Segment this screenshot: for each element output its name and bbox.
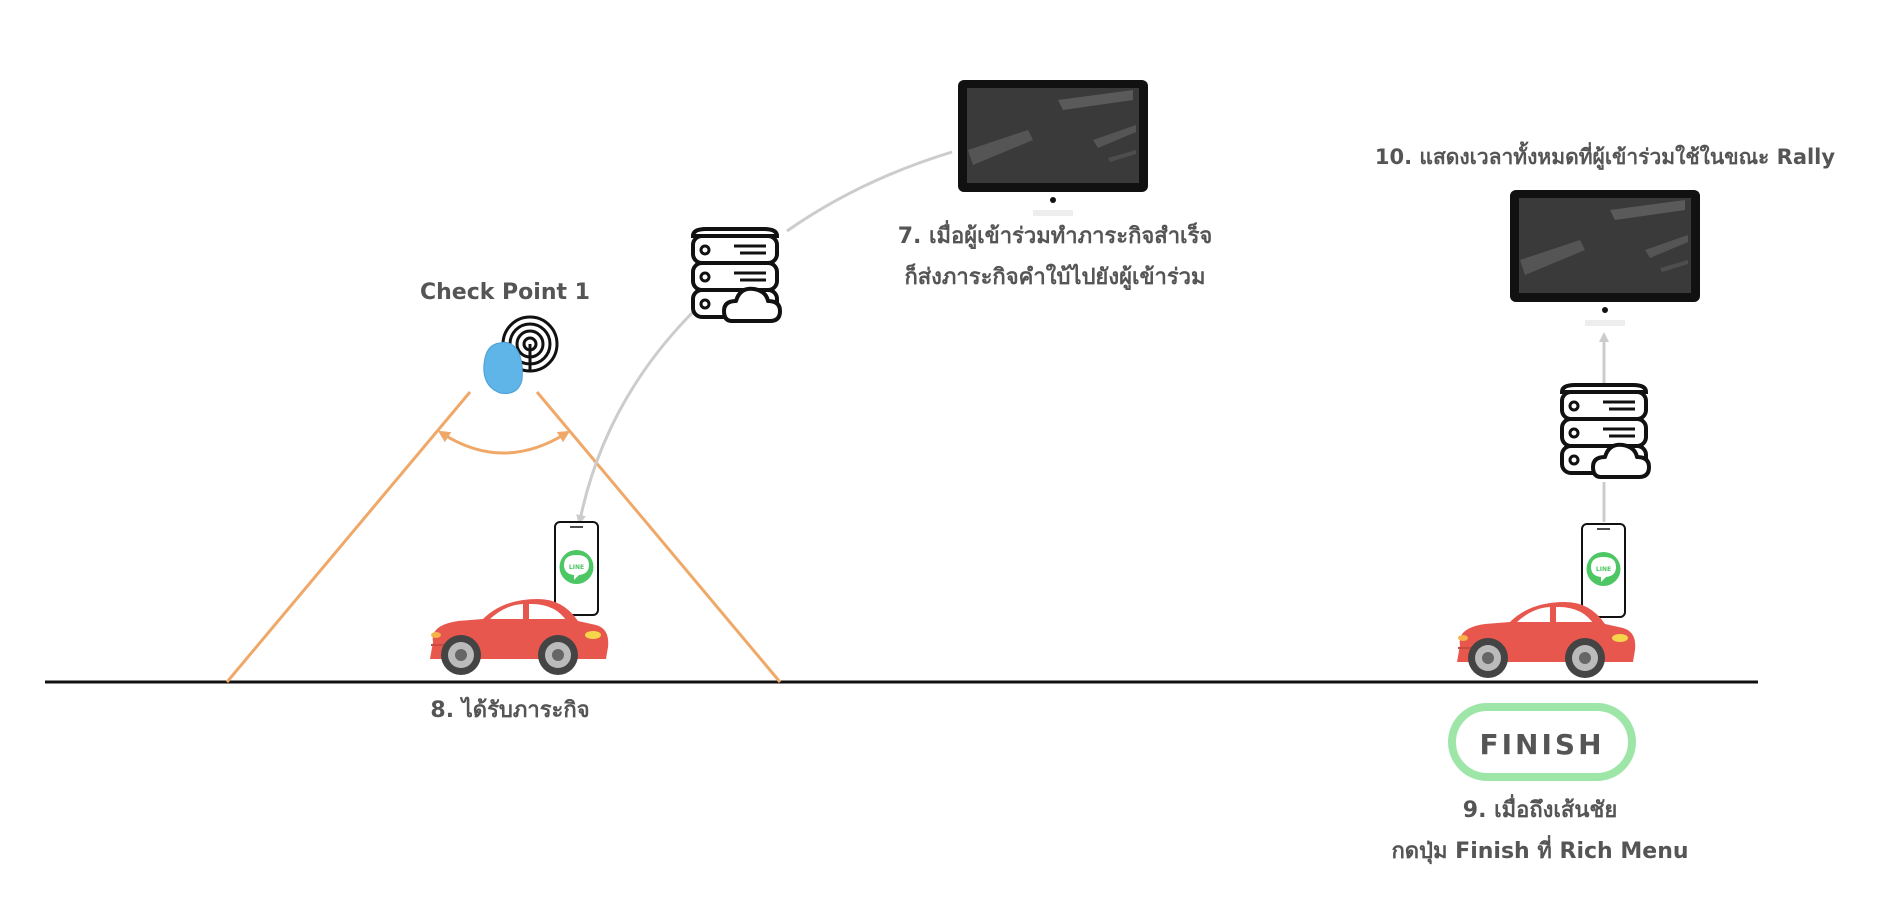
step8-text: 8. ได้รับภาระกิจ [430, 698, 590, 723]
step10-text: 10. แสดงเวลาทั้งหมดที่ผู้เข้าร่วมใช้ในขณ… [1374, 145, 1836, 169]
finish-button[interactable]: FINISH [1448, 703, 1636, 781]
server-cloud-icon [691, 227, 782, 323]
step10-label: 10. แสดงเวลาทั้งหมดที่ผู้เข้าร่วมใช้ในขณ… [1330, 137, 1880, 178]
checkpoint-text: Check Point 1 [420, 280, 590, 305]
line-app-label: LINE [569, 564, 584, 571]
beacon-icon [483, 341, 523, 394]
flow-arrow-server-to-phone [576, 308, 697, 525]
step7-line2: ก็ส่งภาระกิจคำใบ้ไปยังผู้เข้าร่วม [904, 265, 1206, 290]
monitor-icon [1510, 190, 1700, 326]
checkpoint-label: Check Point 1 [420, 273, 590, 313]
step7-line1: 7. เมื่อผู้เข้าร่วมทำภาระกิจสำเร็จ [897, 224, 1213, 249]
step9-line1: 9. เมื่อถึงเส้นชัย [1462, 798, 1618, 823]
server-cloud-icon [1560, 383, 1651, 479]
line-app-label: LINE [1596, 566, 1611, 573]
beacon-range [225, 391, 782, 683]
step9-label: 9. เมื่อถึงเส้นชัย กดปุ่ม Finish ที่ Ric… [1370, 790, 1710, 872]
step8-label: 8. ได้รับภาระกิจ [400, 690, 620, 731]
step9-line2: กดปุ่ม Finish ที่ Rich Menu [1391, 839, 1689, 864]
step7-label: 7. เมื่อผู้เข้าร่วมทำภาระกิจสำเร็จ ก็ส่ง… [870, 216, 1240, 298]
flow-arrow-monitor-to-server [786, 150, 953, 233]
finish-button-label: FINISH [1480, 728, 1605, 761]
monitor-icon [958, 80, 1148, 216]
